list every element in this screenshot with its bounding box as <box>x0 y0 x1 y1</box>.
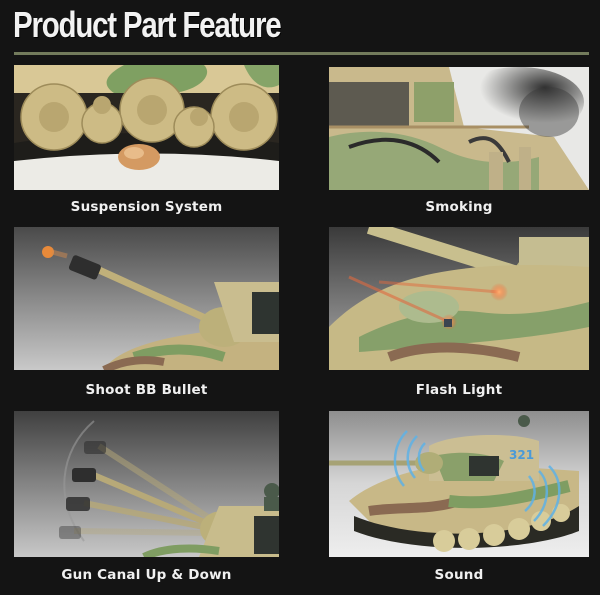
feature-image-suspension <box>14 65 279 190</box>
feature-image-flash-light <box>329 227 589 370</box>
feature-image-gun-elevation <box>14 411 279 557</box>
svg-text:321: 321 <box>509 448 534 462</box>
feature-caption-sound: Sound <box>434 567 484 583</box>
feature-caption-smoking: Smoking <box>425 199 493 215</box>
feature-image-shoot-bb <box>14 227 279 370</box>
page-title: Product Part Feature <box>13 4 282 45</box>
feature-image-sound: 321 <box>329 411 589 557</box>
feature-image-smoking <box>329 67 589 190</box>
feature-caption-gun-elevation: Gun Canal Up & Down <box>61 567 232 583</box>
feature-caption-flash-light: Flash Light <box>415 382 503 398</box>
title-underline <box>14 52 589 55</box>
feature-caption-shoot-bb: Shoot BB Bullet <box>85 382 208 398</box>
feature-caption-suspension: Suspension System <box>70 199 223 215</box>
